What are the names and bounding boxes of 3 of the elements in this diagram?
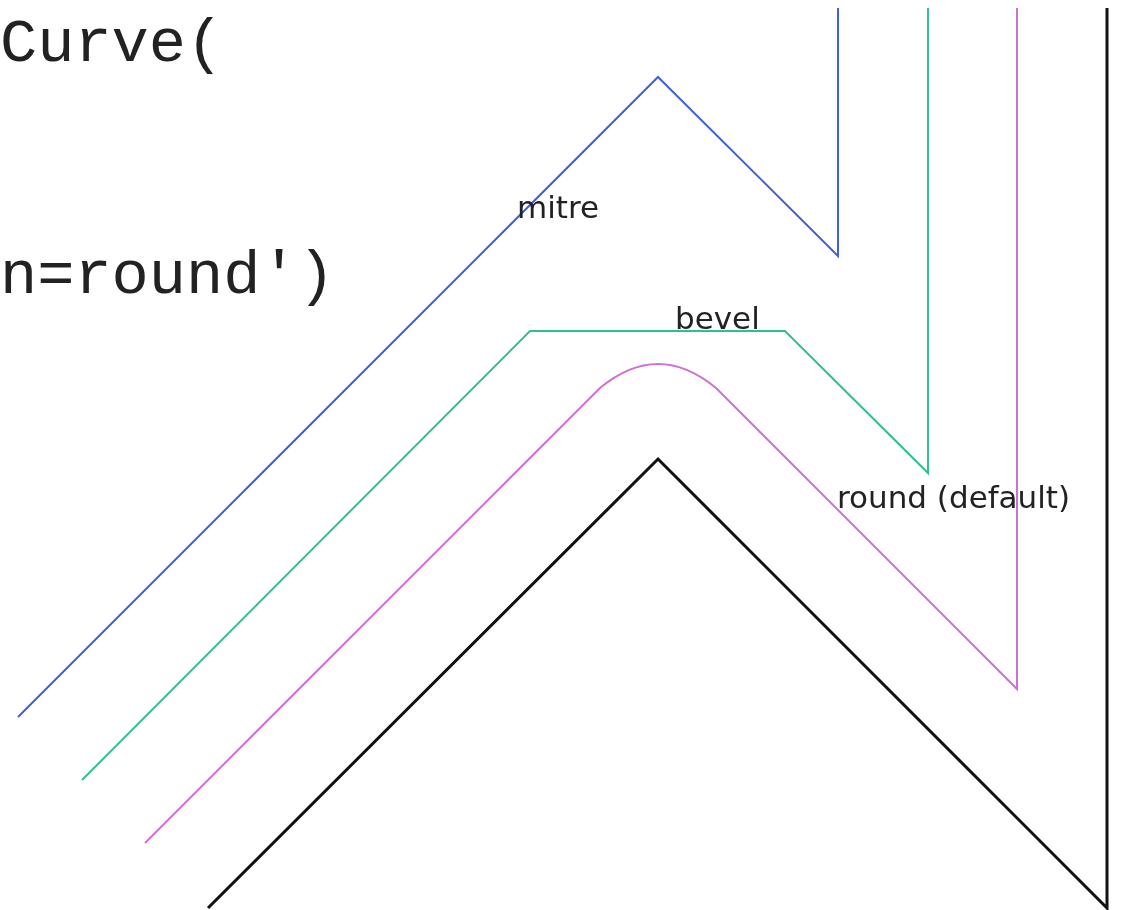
code-text: n=round') xyxy=(0,246,335,308)
join-label: bevel xyxy=(675,303,760,334)
code-text: Curve( xyxy=(0,14,224,76)
